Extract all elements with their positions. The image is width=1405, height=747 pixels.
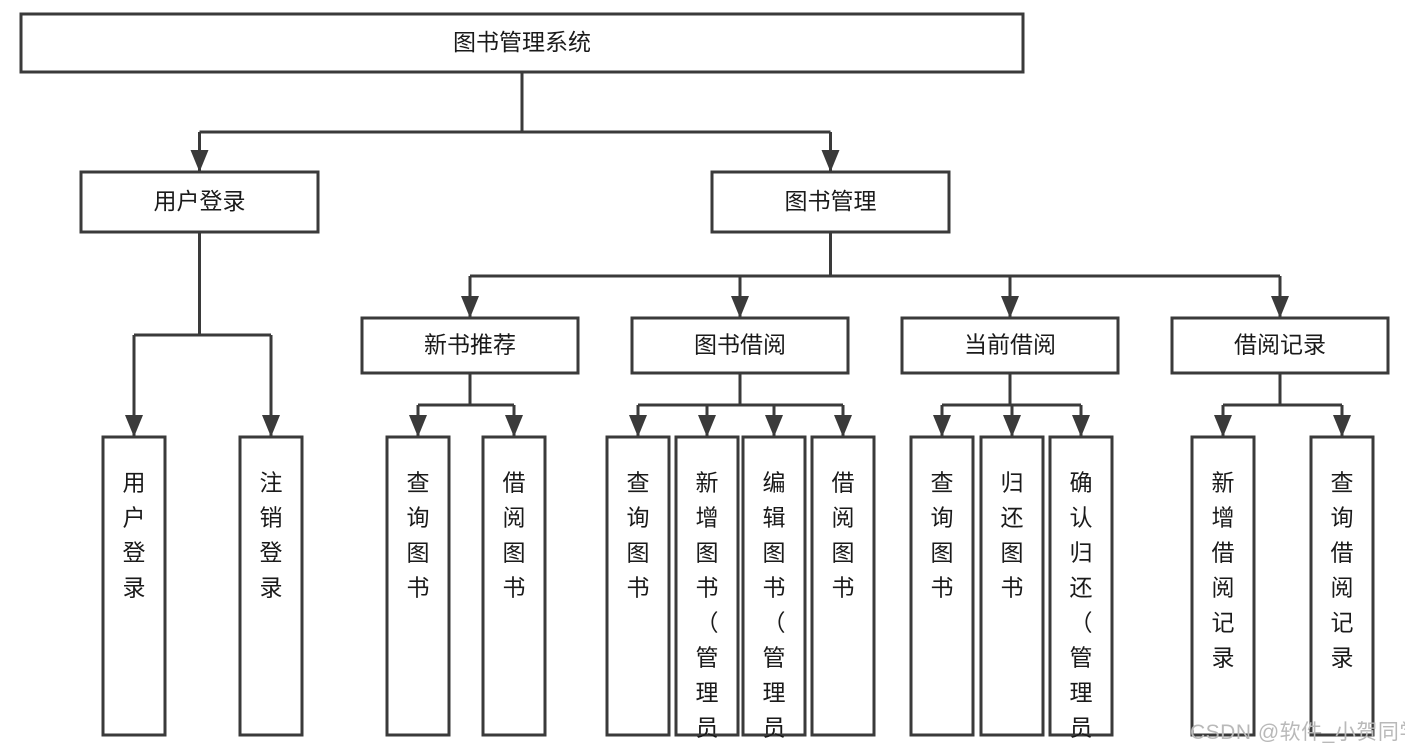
node-box-leaf-cur-query [909,435,975,737]
node-box-book-borrow [630,316,850,375]
node-leaf-rec-add[interactable]: 新增借阅记录 [1190,435,1256,737]
node-book-borrow[interactable]: 图书借阅 [630,316,850,375]
node-leaf-cur-confirm[interactable]: 确认归还（管理员） [1048,435,1114,747]
node-label-leaf-user-login: 用户登录 [123,470,146,601]
node-current-borrow[interactable]: 当前借阅 [900,316,1120,375]
node-label-leaf-borrow-query: 查询图书 [627,470,650,601]
node-label-current-borrow: 当前借阅 [964,332,1056,358]
node-label-book-manage: 图书管理 [785,188,877,214]
node-leaf-borrow-add[interactable]: 新增图书（管理员） [674,435,740,747]
connector-layer [125,72,1351,437]
node-user-login[interactable]: 用户登录 [79,170,320,234]
node-leaf-borrow-edit[interactable]: 编辑图书（管理员） [741,435,807,747]
node-label-leaf-rec-query: 查询图书 [407,470,430,601]
node-leaf-logout[interactable]: 注销登录 [238,435,304,737]
arrow-head-icon-leaf-logout [262,415,280,437]
arrow-head-icon-book-manage [821,150,840,172]
node-label-leaf-cur-confirm: 确认归还（管理员） [1070,470,1093,747]
node-box-leaf-rec-query [385,435,451,737]
node-box-leaf-logout [238,435,304,737]
arrow-head-icon-leaf-rec-borrow [505,415,523,437]
node-box-leaf-rec-borrow [481,435,547,737]
node-label-leaf-borrow-add: 新增图书（管理员） [696,470,719,747]
node-box-leaf-borrow-edit [741,435,807,737]
arrow-head-icon-leaf-rec-search [1333,415,1351,437]
node-new-book-rec[interactable]: 新书推荐 [360,316,580,375]
arrow-head-icon-new-book-rec [461,296,479,318]
node-label-leaf-logout: 注销登录 [260,470,283,601]
node-box-leaf-rec-search [1309,435,1375,737]
node-leaf-cur-query[interactable]: 查询图书 [909,435,975,737]
arrow-head-icon-leaf-user-login [125,415,143,437]
node-box-root [19,12,1025,74]
arrow-head-icon-current-borrow [1001,296,1019,318]
node-root[interactable]: 图书管理系统 [19,12,1025,74]
node-label-leaf-cur-query: 查询图书 [931,470,954,601]
node-leaf-rec-search[interactable]: 查询借阅记录 [1309,435,1375,737]
node-box-user-login [79,170,320,234]
arrow-head-icon-leaf-borrow-edit [765,415,783,437]
node-leaf-cur-return[interactable]: 归还图书 [979,435,1045,737]
node-leaf-borrow-query[interactable]: 查询图书 [605,435,671,737]
node-leaf-rec-query[interactable]: 查询图书 [385,435,451,737]
node-box-leaf-borrow-do [810,435,876,737]
node-label-user-login: 用户登录 [154,188,246,214]
node-box-new-book-rec [360,316,580,375]
node-label-leaf-cur-return: 归还图书 [1001,470,1024,601]
node-label-leaf-rec-search: 查询借阅记录 [1331,470,1354,671]
arrow-head-icon-leaf-rec-query [409,415,427,437]
node-box-leaf-user-login [101,435,167,737]
arrow-head-icon-leaf-borrow-add [698,415,716,437]
node-box-current-borrow [900,316,1120,375]
arrow-head-icon-leaf-rec-add [1214,415,1232,437]
node-box-borrow-record [1170,316,1390,375]
arrow-head-icon-borrow-record [1271,296,1289,318]
node-label-leaf-rec-borrow: 借阅图书 [503,470,526,601]
arrow-head-icon-leaf-cur-query [933,415,951,437]
arrow-head-icon-book-borrow [731,296,749,318]
node-book-manage[interactable]: 图书管理 [710,170,951,234]
node-leaf-rec-borrow[interactable]: 借阅图书 [481,435,547,737]
node-label-leaf-rec-add: 新增借阅记录 [1212,470,1235,671]
node-label-leaf-borrow-edit: 编辑图书（管理员） [763,470,786,747]
node-layer: 图书管理系统用户登录图书管理新书推荐图书借阅当前借阅借阅记录用户登录注销登录查询… [19,12,1390,747]
arrow-head-icon-leaf-borrow-do [834,415,852,437]
node-label-borrow-record: 借阅记录 [1234,332,1326,358]
node-box-book-manage [710,170,951,234]
node-leaf-user-login[interactable]: 用户登录 [101,435,167,737]
arrow-head-icon-user-login [190,150,209,172]
node-box-leaf-rec-add [1190,435,1256,737]
arrow-head-icon-leaf-borrow-query [629,415,647,437]
node-label-leaf-borrow-do: 借阅图书 [832,470,855,601]
node-box-leaf-cur-confirm [1048,435,1114,737]
arrow-head-icon-leaf-cur-confirm [1072,415,1090,437]
node-label-new-book-rec: 新书推荐 [424,332,516,358]
node-leaf-borrow-do[interactable]: 借阅图书 [810,435,876,737]
node-label-root: 图书管理系统 [453,29,591,55]
node-label-book-borrow: 图书借阅 [694,332,786,358]
arrow-head-icon-leaf-cur-return [1003,415,1021,437]
node-box-leaf-cur-return [979,435,1045,737]
node-borrow-record[interactable]: 借阅记录 [1170,316,1390,375]
node-box-leaf-borrow-query [605,435,671,737]
node-box-leaf-borrow-add [674,435,740,737]
